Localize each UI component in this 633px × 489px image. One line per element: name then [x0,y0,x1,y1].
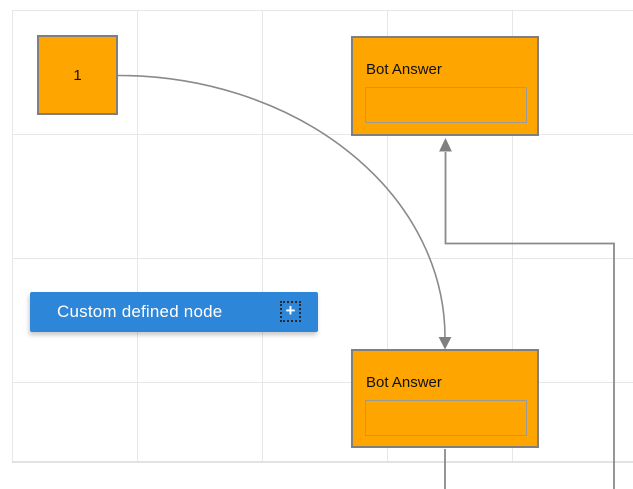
custom-defined-node[interactable]: Custom defined node + [30,292,318,332]
connector-orthogonal-link[interactable] [444,152,615,489]
bot-answer-bottom-title: Bot Answer [366,374,442,391]
arrowhead-up-icon [439,138,452,152]
bot-answer-top-input-field[interactable] [365,87,527,123]
bot-answer-node-top[interactable]: Bot Answer [351,36,539,136]
start-node-label: 1 [73,66,82,84]
add-node-button[interactable]: + [280,301,301,322]
plus-icon: + [285,301,296,320]
bot-answer-top-title: Bot Answer [366,61,442,78]
bot-answer-bottom-input-field[interactable] [365,400,527,436]
bot-answer-node-bottom[interactable]: Bot Answer [351,349,539,448]
start-node[interactable]: 1 [37,35,118,115]
arrowhead-down-icon [438,337,452,350]
connector-curved-link[interactable] [117,74,446,338]
custom-node-label: Custom defined node [57,302,223,321]
